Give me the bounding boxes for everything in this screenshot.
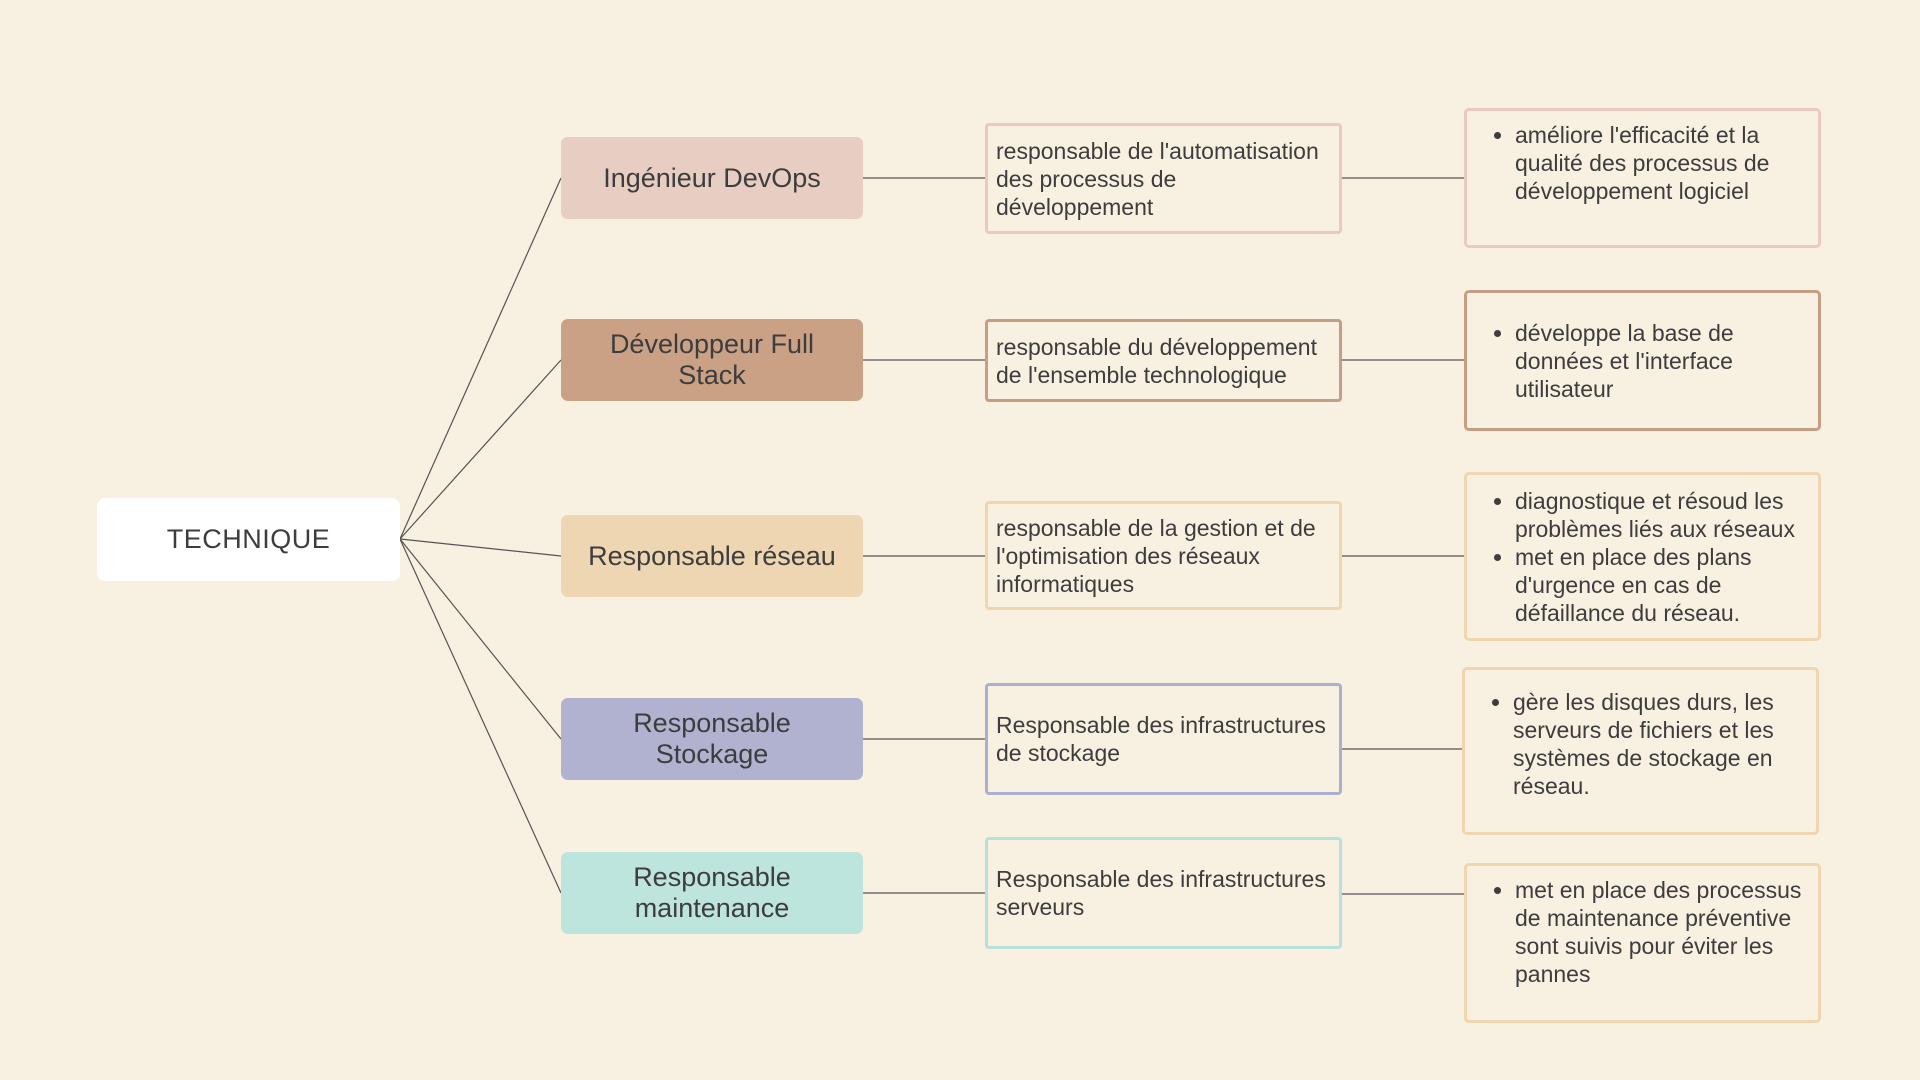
detail-item: améliore l'efficacité et la qualité des …: [1515, 121, 1808, 205]
detail-box-storage: gère les disques durs, les serveurs de f…: [1462, 667, 1819, 835]
detail-box-devops: améliore l'efficacité et la qualité des …: [1464, 108, 1821, 248]
role-node-maintenance: Responsable maintenance: [561, 852, 863, 934]
detail-list: développe la base de données et l'interf…: [1475, 319, 1808, 403]
description-text: responsable de l'automatisation des proc…: [996, 137, 1319, 220]
role-title: Responsable maintenance: [633, 862, 791, 923]
description-box-network: responsable de la gestion et de l'optimi…: [985, 501, 1342, 610]
role-node-fullstack: Développeur Full Stack: [561, 319, 863, 401]
description-box-devops: responsable de l'automatisation des proc…: [985, 123, 1342, 234]
detail-box-maintenance: met en place des processus de maintenanc…: [1464, 863, 1821, 1023]
role-title: Développeur Full Stack: [609, 329, 815, 390]
detail-list: gère les disques durs, les serveurs de f…: [1473, 688, 1806, 800]
detail-box-network: diagnostique et résoud les problèmes lié…: [1464, 472, 1821, 641]
detail-item: développe la base de données et l'interf…: [1515, 319, 1808, 403]
detail-list: met en place des processus de maintenanc…: [1475, 876, 1808, 988]
detail-box-fullstack: développe la base de données et l'interf…: [1464, 290, 1821, 431]
root-node: TECHNIQUE: [97, 498, 400, 581]
description-text: responsable de la gestion et de l'optimi…: [996, 514, 1316, 597]
root-connector: [399, 538, 562, 740]
root-label: TECHNIQUE: [166, 524, 331, 554]
role-title: Ingénieur DevOps: [603, 162, 821, 193]
detail-item: diagnostique et résoud les problèmes lié…: [1515, 487, 1818, 543]
role-title: Responsable Stockage: [633, 708, 791, 769]
description-text: Responsable des infrastructures serveurs: [996, 866, 1326, 920]
description-box-fullstack: responsable du développement de l'ensemb…: [985, 319, 1342, 402]
role-title: Responsable réseau: [588, 540, 836, 571]
role-node-network: Responsable réseau: [561, 515, 863, 597]
description-box-maintenance: Responsable des infrastructures serveurs: [985, 837, 1342, 949]
role-node-devops: Ingénieur DevOps: [561, 137, 863, 219]
root-connector: [399, 538, 562, 557]
detail-item: gère les disques durs, les serveurs de f…: [1513, 688, 1806, 800]
detail-list: diagnostique et résoud les problèmes lié…: [1475, 487, 1818, 627]
description-box-storage: Responsable des infrastructures de stock…: [985, 683, 1342, 795]
detail-item: met en place des processus de maintenanc…: [1515, 876, 1808, 988]
root-connector: [399, 359, 562, 540]
root-connector: [399, 177, 562, 540]
detail-list: améliore l'efficacité et la qualité des …: [1475, 121, 1808, 205]
role-node-storage: Responsable Stockage: [561, 698, 863, 780]
description-text: Responsable des infrastructures de stock…: [996, 712, 1326, 766]
root-connector: [399, 538, 562, 894]
detail-item: met en place des plans d'urgence en cas …: [1515, 543, 1818, 627]
description-text: responsable du développement de l'ensemb…: [996, 333, 1317, 388]
